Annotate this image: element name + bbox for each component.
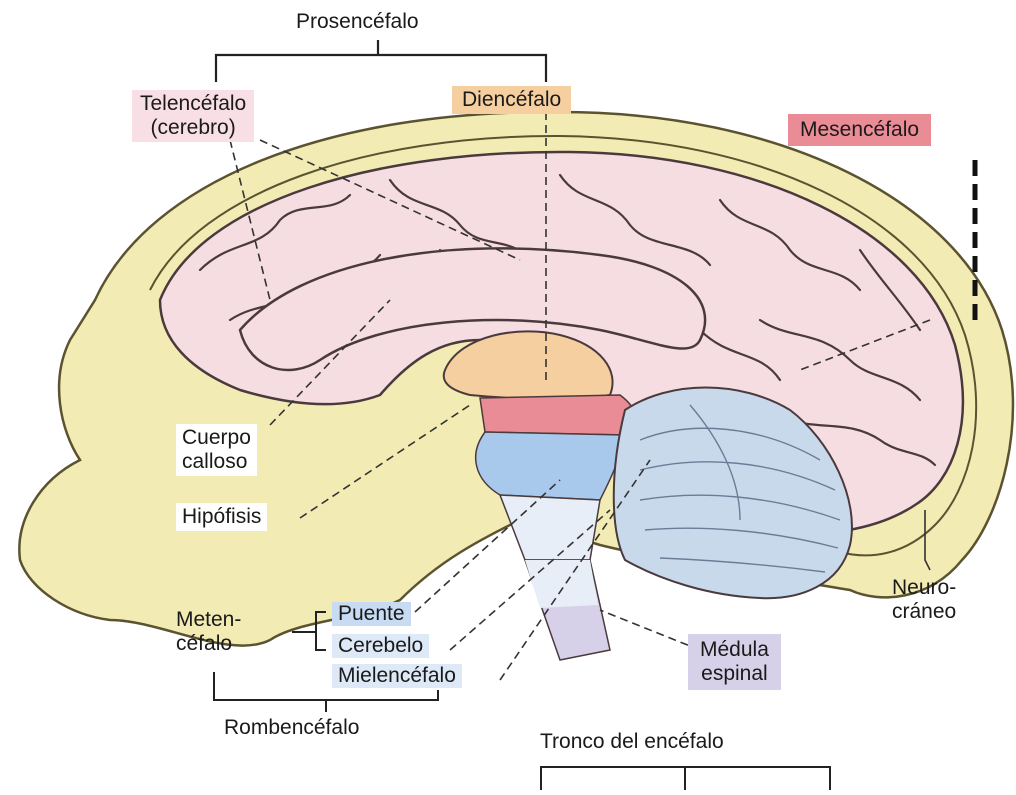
label-metencefalo: Meten- céfalo — [176, 608, 241, 656]
label-telencefalo-line2: (cerebro) — [140, 116, 246, 140]
spinal-cord-upper — [525, 560, 598, 608]
medulla-oblongata — [500, 495, 600, 560]
label-rombencefalo: Rombencéfalo — [224, 716, 359, 740]
label-neurocraneo: Neuro- cráneo — [892, 576, 956, 624]
label-metencefalo-line2: céfalo — [176, 632, 241, 656]
label-telencefalo: Telencéfalo (cerebro) — [132, 90, 254, 142]
label-mesencefalo: Mesencéfalo — [788, 114, 931, 146]
label-medula-espinal: Médula espinal — [688, 634, 781, 690]
midbrain — [480, 395, 636, 435]
label-cuerpo-calloso: Cuerpo calloso — [176, 424, 257, 476]
label-mielencefalo: Mielencéfalo — [332, 664, 462, 688]
label-telencefalo-line1: Telencéfalo — [140, 92, 246, 116]
label-neurocraneo-line2: cráneo — [892, 600, 956, 624]
label-prosencefalo: Prosencéfalo — [296, 10, 419, 34]
label-metencefalo-line1: Meten- — [176, 608, 241, 632]
label-cerebelo: Cerebelo — [332, 634, 429, 658]
label-cuerpo-calloso-line1: Cuerpo — [182, 426, 251, 450]
label-neurocraneo-line1: Neuro- — [892, 576, 956, 600]
bracket-tronco — [541, 767, 830, 790]
label-medula-espinal-line2: espinal — [700, 662, 769, 686]
label-hipofisis: Hipófisis — [176, 503, 267, 531]
label-diencefalo: Diencéfalo — [452, 86, 571, 114]
label-tronco-encefalo: Tronco del encéfalo — [540, 730, 724, 754]
label-cuerpo-calloso-line2: calloso — [182, 450, 251, 474]
bracket-prosencefalo — [216, 40, 546, 82]
label-medula-espinal-line1: Médula — [700, 638, 769, 662]
label-puente: Puente — [332, 602, 411, 626]
